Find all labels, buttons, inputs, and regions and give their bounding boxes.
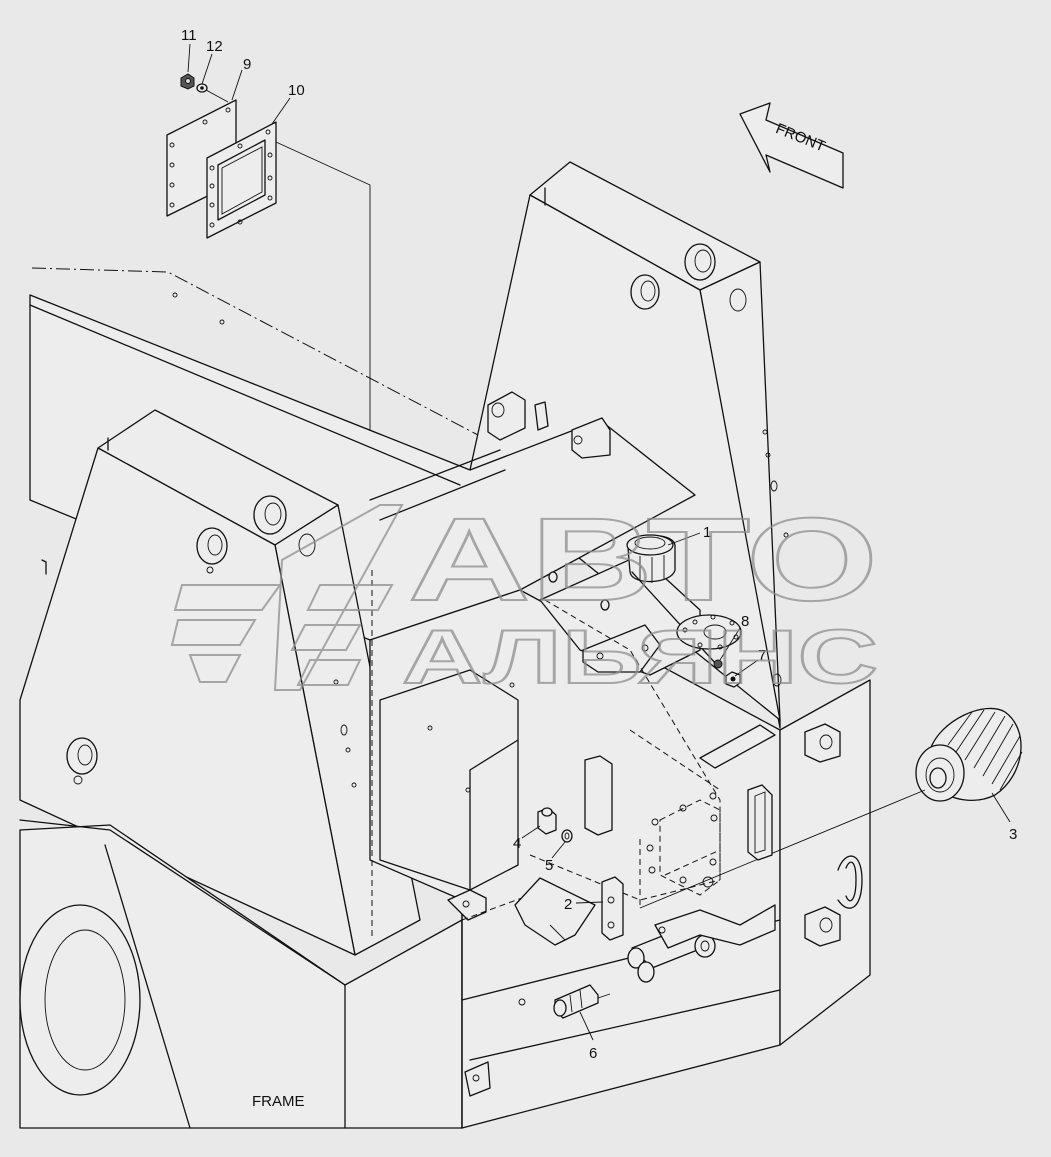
- mount-flange: [582, 624, 661, 673]
- tower-bushing-mid: [630, 274, 660, 310]
- callout-12: 12: [206, 38, 223, 55]
- breather-assembly: [626, 534, 742, 688]
- base-tab-1: [447, 889, 487, 921]
- breather-flange: [676, 614, 742, 650]
- callout-leaders: [187, 43, 1011, 1041]
- filter-element: [639, 707, 1023, 909]
- side-bracket-1: [804, 723, 841, 763]
- vertical-bar: [584, 755, 613, 836]
- front-direction-arrow: FRONT: [739, 102, 844, 189]
- callout-1: 1: [703, 524, 711, 541]
- gasket-bolt-holes: [209, 129, 273, 228]
- angled-bracket: [514, 877, 596, 946]
- hidden-lines: [371, 570, 721, 940]
- callout-4: 4: [513, 835, 521, 852]
- frame-label: FRAME: [252, 1093, 305, 1110]
- deck-pin: [534, 401, 549, 431]
- tower-bushing-top: [684, 243, 716, 281]
- o-ring: [561, 829, 573, 843]
- watermark-emblem: [170, 504, 404, 691]
- callout-3: 3: [1009, 826, 1017, 843]
- sight-window: [747, 784, 773, 861]
- callout-5: 5: [545, 857, 553, 874]
- watermark-line-2: АЛЬЯНС: [402, 615, 878, 700]
- watermark-line-1: АВТО: [408, 494, 878, 626]
- tower-hole: [729, 288, 747, 312]
- side-bracket-2: [804, 906, 841, 947]
- top-mount-plate: [539, 554, 863, 947]
- callout-11: 11: [181, 27, 197, 44]
- cover-plate-assembly: [166, 73, 371, 640]
- deck-bracket-1: [487, 391, 526, 441]
- gasket: [206, 121, 277, 239]
- left-tower-bushing-mid: [196, 527, 228, 565]
- watermark-logo: АВТО АЛЬЯНС: [170, 493, 879, 701]
- cover-plate-bolt-holes: [169, 107, 231, 208]
- callout-2: 2: [564, 896, 572, 913]
- callout-10: 10: [288, 82, 305, 99]
- callout-7: 7: [758, 647, 766, 664]
- pipe-bracket: [654, 904, 776, 949]
- callout-6: 6: [589, 1045, 597, 1062]
- deck-bracket-2: [571, 417, 611, 459]
- base-tab-2: [464, 1061, 491, 1097]
- washer-small: [713, 659, 723, 669]
- shelf-tab: [699, 724, 776, 769]
- callout-numbers: 11 12 9 10 1 8 7 3 4 5 2 6: [181, 27, 1017, 1062]
- callout-8: 8: [741, 613, 749, 630]
- callout-9: 9: [243, 56, 251, 73]
- frame-cylinder: [19, 904, 141, 1096]
- fittings: [514, 755, 776, 1019]
- left-tower-bushing-low: [66, 737, 98, 775]
- level-gauge: [601, 876, 624, 941]
- center-housing: [369, 589, 871, 1129]
